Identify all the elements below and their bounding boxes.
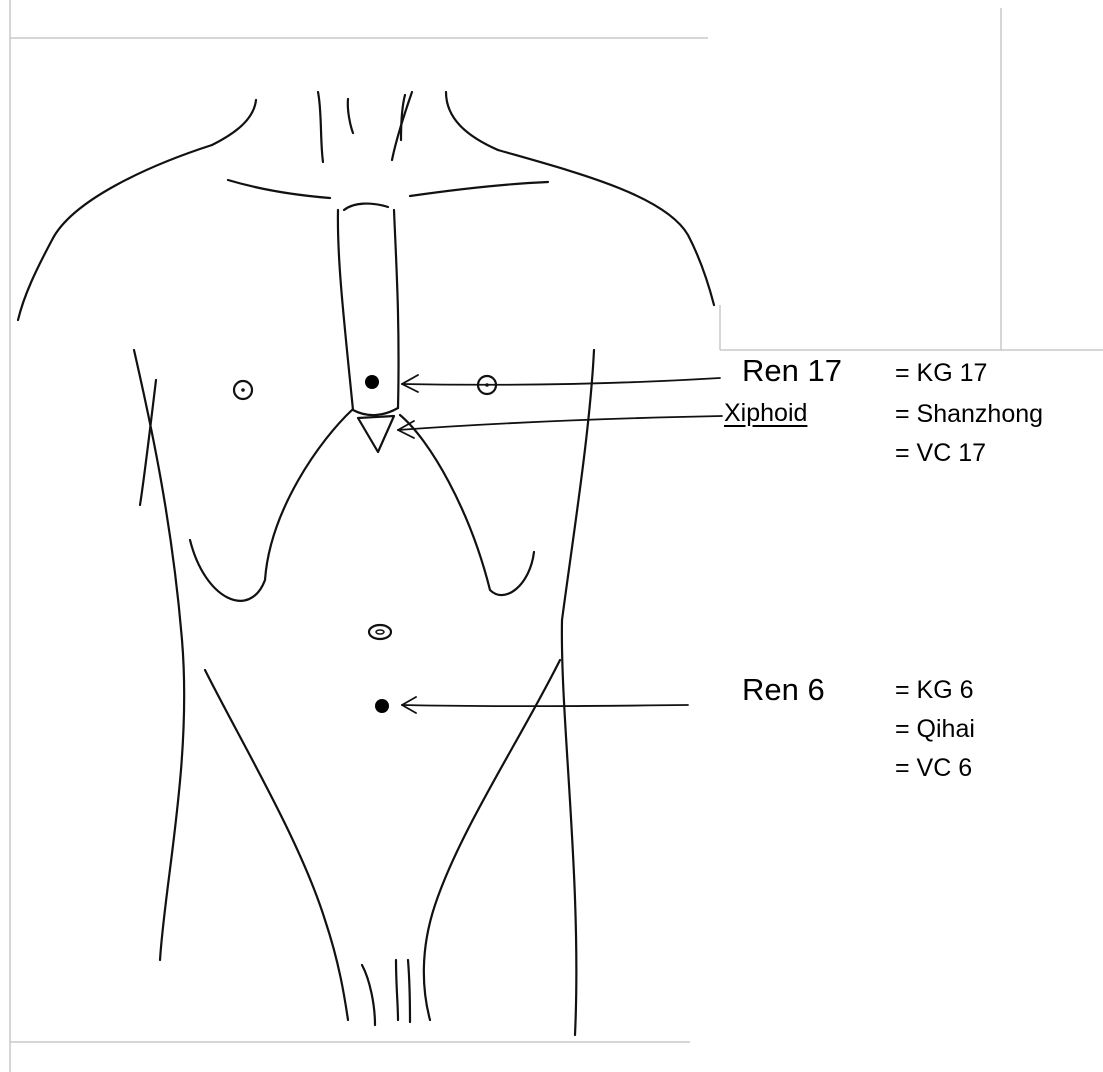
frame-lines <box>10 0 1103 1072</box>
ren6-alias-vc: = VC 6 <box>895 756 972 781</box>
ren6-label: Ren 6 <box>742 674 825 705</box>
nipple-left <box>234 381 252 399</box>
ren6-point-marker <box>375 699 389 713</box>
ren6-alias-qihai: = Qihai <box>895 717 975 742</box>
ren17-label: Ren 17 <box>742 355 842 386</box>
body-outline <box>18 92 714 1035</box>
ren17-alias-shanzhong: = Shanzhong <box>895 402 1043 427</box>
xiphoid-label: Xiphoid <box>724 401 807 426</box>
ren17-alias-kg: = KG 17 <box>895 361 987 386</box>
ren17-arrow <box>402 375 720 392</box>
ren17-alias-vc: = VC 17 <box>895 441 986 466</box>
xiphoid-arrow <box>398 416 722 438</box>
ren6-alias-kg: = KG 6 <box>895 678 974 703</box>
navel <box>369 625 391 639</box>
ren6-arrow <box>402 697 688 713</box>
ren17-point-marker <box>365 375 379 389</box>
